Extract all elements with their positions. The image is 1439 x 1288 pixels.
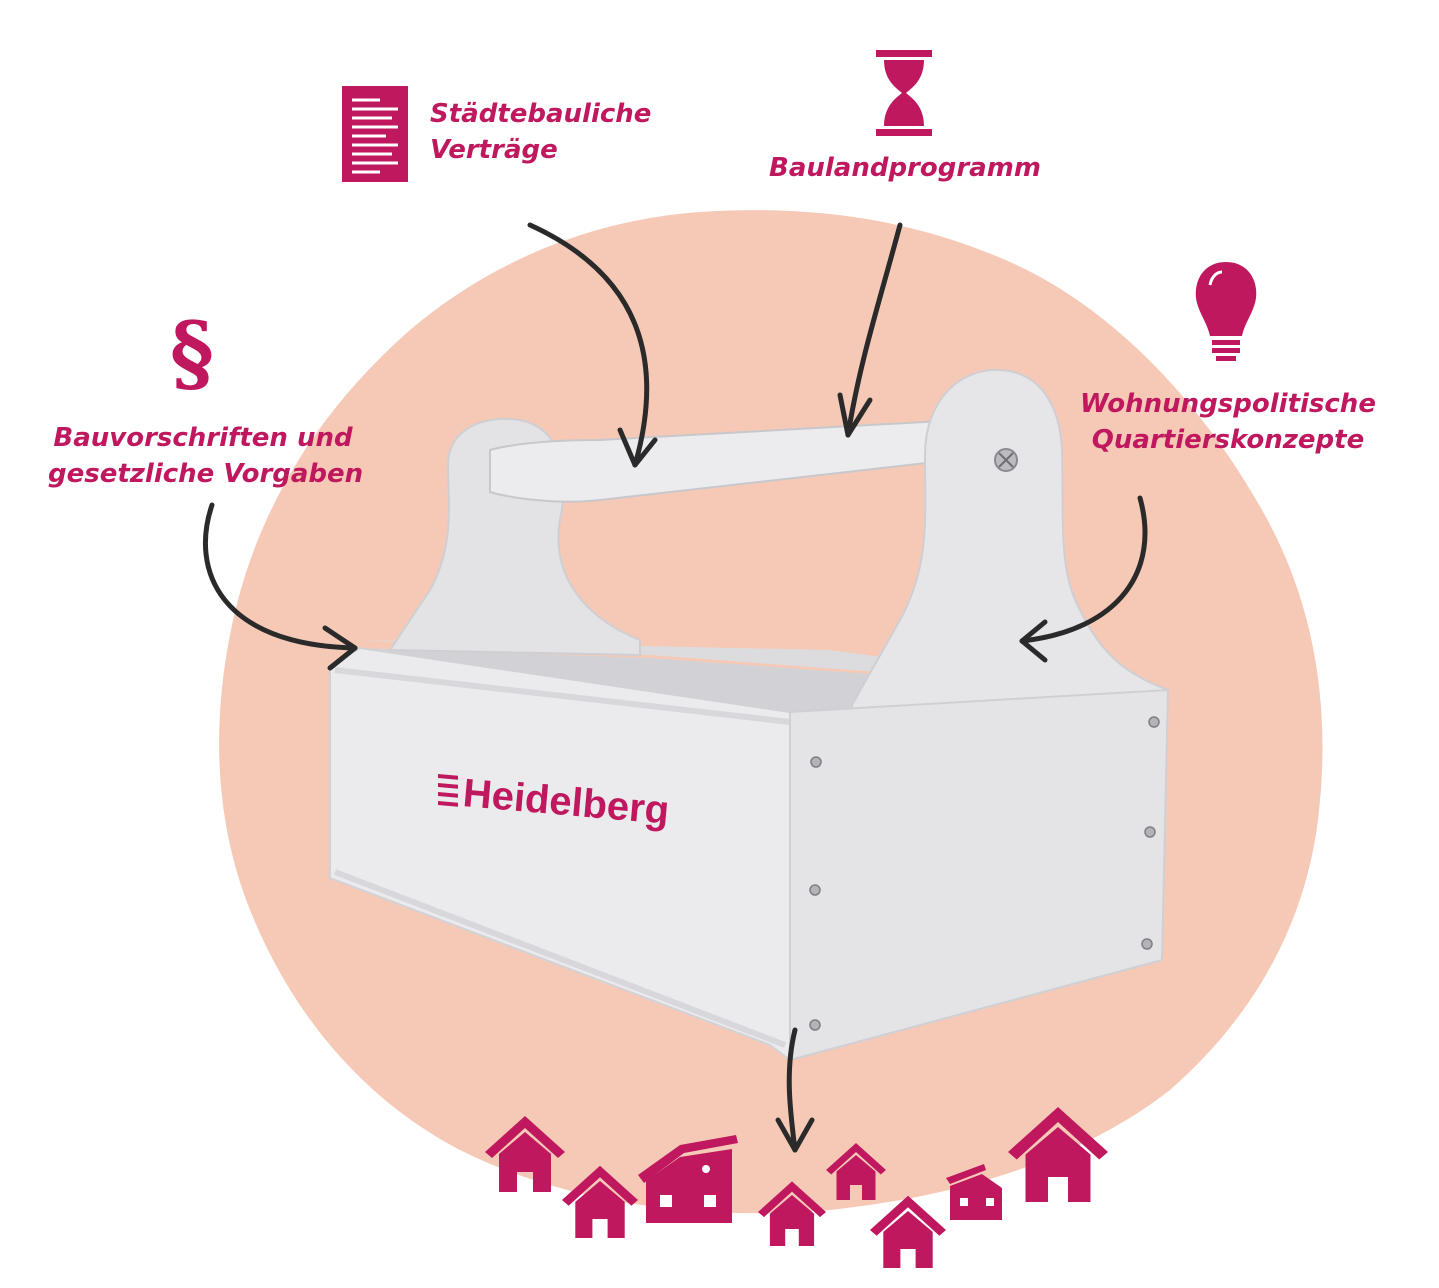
- label-line: Baulandprogramm: [769, 153, 1041, 183]
- heidelberg-logo-icon: [438, 774, 458, 807]
- arrowhead: [837, 392, 873, 438]
- house-window: [702, 1165, 710, 1173]
- label-bauvorschriften: Bauvorschriften und gesetzliche Vorgaben: [48, 420, 364, 492]
- screw: [809, 884, 821, 896]
- paragraph-icon: §: [170, 303, 214, 402]
- house-window: [704, 1195, 716, 1207]
- house-icon: [946, 1164, 1002, 1220]
- house-window: [960, 1198, 968, 1206]
- arrowhead: [775, 1117, 815, 1153]
- houses: [485, 1107, 1108, 1268]
- house-roof: [946, 1164, 986, 1184]
- house-body: [950, 1174, 1002, 1220]
- document-icon: [342, 86, 408, 182]
- screw: [809, 1019, 821, 1031]
- screw: [1148, 716, 1160, 728]
- document-lines: [352, 98, 398, 174]
- house-icon: [638, 1135, 738, 1223]
- bulb-glass: [1195, 262, 1257, 336]
- toolbox-side-panel: [789, 688, 1170, 1062]
- label-line: Quartierskonzepte: [1091, 425, 1365, 455]
- arrow-vertraege: [527, 222, 650, 468]
- arrowhead: [322, 625, 358, 671]
- arrowhead: [1019, 619, 1048, 663]
- logo-bar: [438, 783, 458, 789]
- toolbox-back-panel: [360, 640, 1120, 690]
- arrow-wohnung: [1019, 495, 1148, 644]
- label-line: Wohnungspolitische: [1080, 389, 1376, 419]
- arrows: [203, 222, 1148, 1153]
- light-bulb-icon: [1195, 262, 1257, 361]
- logo-bar: [438, 801, 458, 807]
- logo-bar: [438, 792, 458, 798]
- house-window: [986, 1198, 994, 1206]
- house-icon: [870, 1195, 946, 1268]
- label-line: Städtebauliche: [430, 99, 652, 129]
- house-window: [660, 1195, 672, 1207]
- bulb-base: [1216, 356, 1236, 361]
- bulb-base: [1212, 348, 1240, 353]
- hourglass-glass: [884, 60, 924, 126]
- house-roof: [638, 1135, 738, 1183]
- bulb-highlight: [1208, 270, 1223, 286]
- front-top-rail: [334, 667, 791, 725]
- toolbox-left-end: [388, 417, 641, 657]
- arrow-bauland: [845, 222, 903, 438]
- hourglass-icon: [876, 50, 932, 136]
- document-body: [342, 86, 408, 182]
- screw: [1141, 938, 1153, 950]
- side-screws: [809, 716, 1160, 1031]
- screw: [1144, 826, 1156, 838]
- label-wohnungspolitische-quartierskonzepte: Wohnungspolitische Quartierskonzepte: [1078, 386, 1378, 458]
- toolbox: Heidelberg: [329, 368, 1170, 1062]
- screw: [810, 756, 822, 768]
- logo-bar: [438, 774, 458, 780]
- front-bottom-rail: [333, 869, 787, 1048]
- hourglass-top: [876, 50, 932, 57]
- arrow-houses: [786, 1027, 798, 1153]
- bulb-base: [1212, 340, 1240, 345]
- hourglass-bottom: [876, 129, 932, 136]
- label-line: Bauvorschriften und: [53, 423, 353, 453]
- label-staedtebauliche-vertraege: Städtebauliche Verträge: [430, 96, 651, 168]
- label-line: Verträge: [430, 135, 558, 165]
- arrow-bauvorschriften: [203, 502, 358, 651]
- arrowhead: [617, 427, 658, 468]
- label-baulandprogramm: Baulandprogramm: [769, 150, 1041, 186]
- screw-slot: [998, 452, 1014, 468]
- label-line: gesetzliche Vorgaben: [48, 459, 364, 489]
